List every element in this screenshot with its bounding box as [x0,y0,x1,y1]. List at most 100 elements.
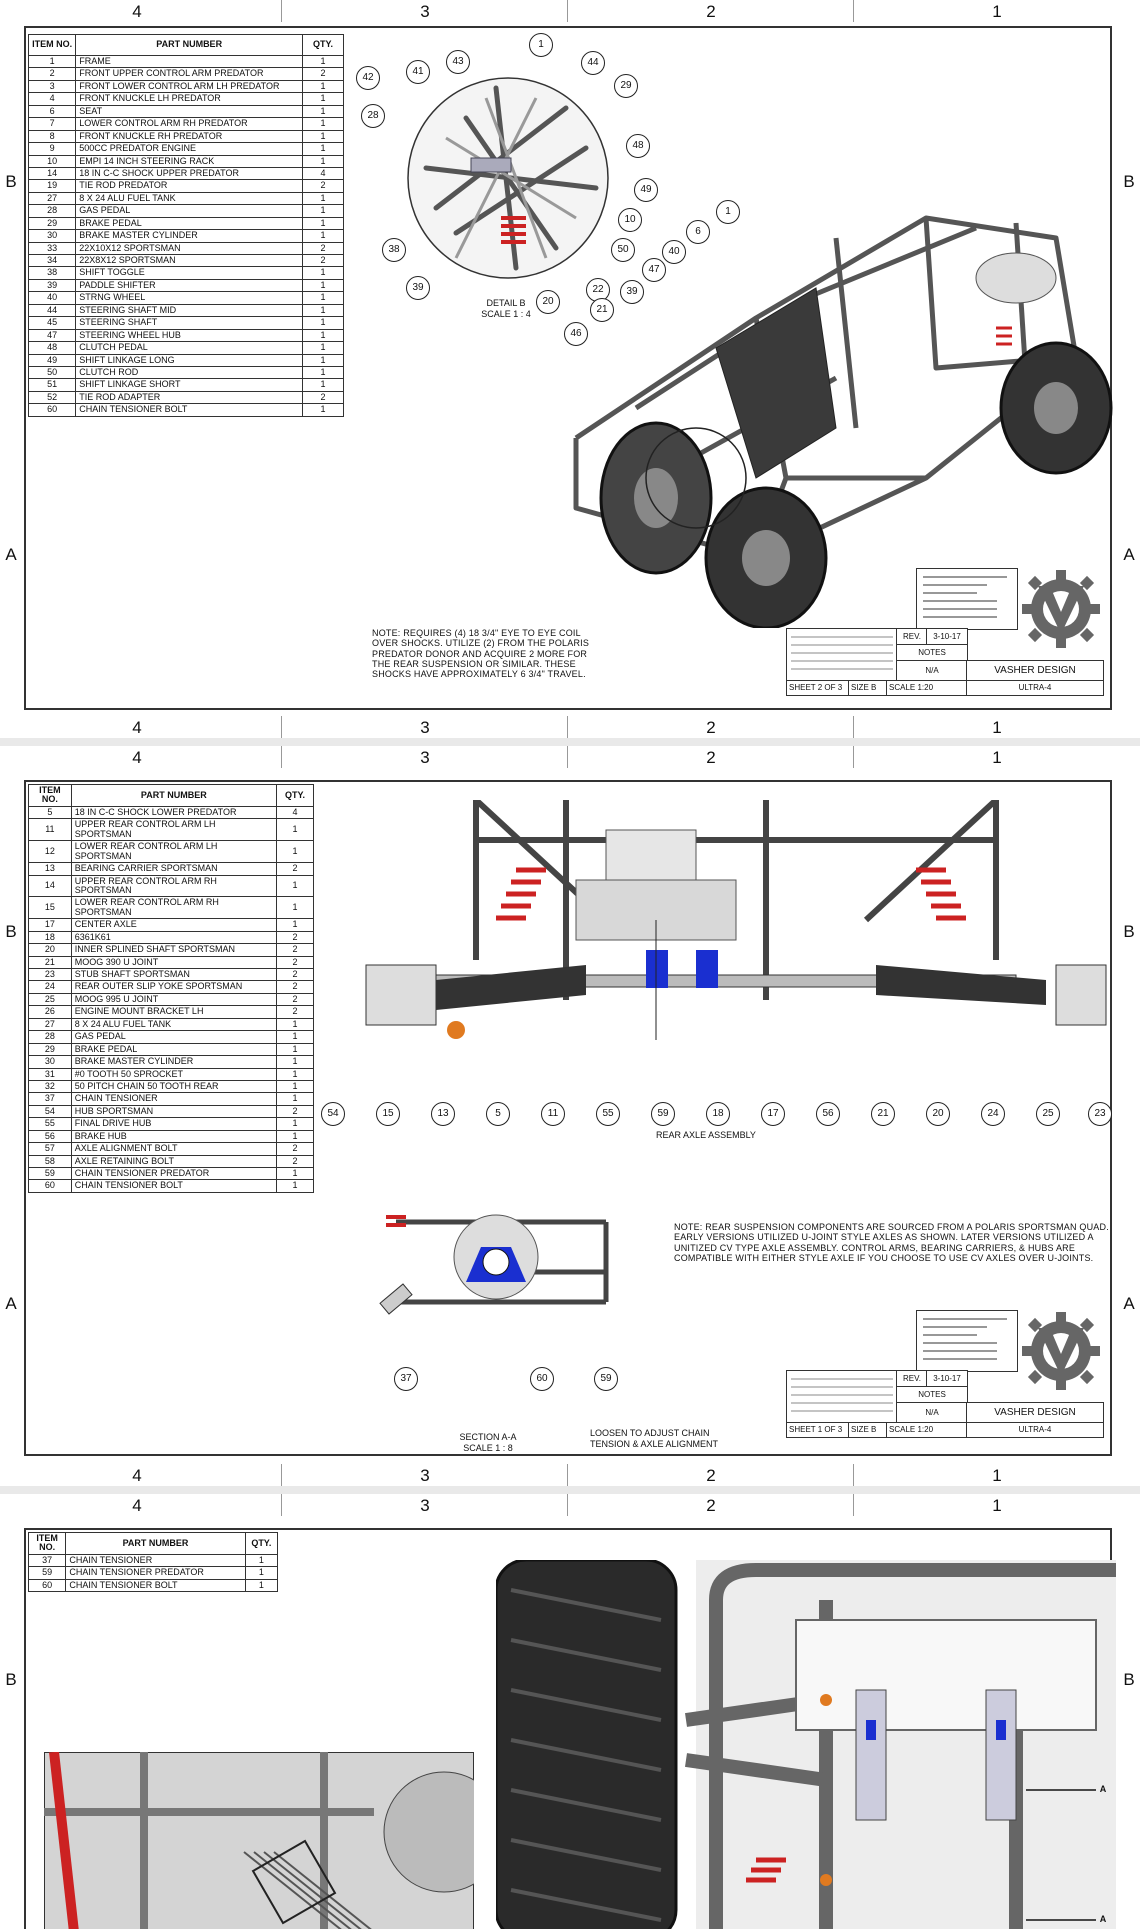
bom-header-cell: PART NUMBER [70,784,277,807]
bom-item-no: 28 [27,204,77,218]
bom-item-no: 1 [27,54,77,69]
item-balloon: 55 [596,1102,620,1126]
bom-item-no: 15 [28,896,72,920]
bom-part-number: FRAME [75,54,304,69]
bom-qty: 1 [275,1017,315,1032]
bom-item-no: 13 [28,862,72,876]
bom-part-number: FINAL DRIVE HUB [70,1117,277,1131]
bom-qty: 2 [302,179,344,193]
bom-item-no: 33 [27,241,77,256]
bom-part-number: BRAKE HUB [70,1129,277,1144]
bom-item-no: 10 [27,154,77,168]
item-balloon: 39 [406,276,430,300]
item-balloon: 20 [536,290,560,314]
item-balloon: 5 [486,1102,510,1126]
bom-part-number: 8 X 24 ALU FUEL TANK [75,191,304,206]
bom-part-number: CHAIN TENSIONER PREDATOR [70,1166,277,1181]
bom-part-number: REAR OUTER SLIP YOKE SPORTSMAN [70,980,277,994]
bom-qty: 1 [275,896,315,920]
bom-item-no: 29 [28,1042,72,1057]
bom-item-no: 50 [27,365,77,380]
zone-number: 2 [706,1496,716,1515]
vasher-design-logo [1022,570,1100,648]
bom-qty: 1 [302,216,344,231]
bom-part-number: CENTER AXLE [70,918,277,932]
bom-item-no: 55 [28,1117,72,1131]
bom-qty: 1 [302,104,344,119]
zone-number: 3 [420,718,430,737]
vasher-design-logo [1022,1312,1100,1390]
bom-part-number: STEERING SHAFT MID [75,303,304,318]
bom-item-no: 11 [28,818,72,842]
bom-qty: 1 [275,840,315,864]
note-text: NOTE: REQUIRES (4) 18 3/4" EYE TO EYE CO… [372,628,590,680]
bom-qty: 4 [302,166,344,181]
bom-part-number: AXLE RETAINING BOLT [70,1154,277,1169]
bom-part-number: CHAIN TENSIONER BOLT [75,403,304,417]
bom-part-number: BRAKE MASTER CYLINDER [70,1055,277,1069]
sheet-size: SIZE B [848,680,888,696]
item-balloon: 37 [394,1367,418,1391]
bom-qty: 2 [275,943,315,957]
sheet-scale: SCALE 1:20 [886,680,970,696]
bom-qty: 1 [302,191,344,206]
zone-number: 2 [706,1466,716,1485]
bom-part-number: MOOG 390 U JOINT [70,955,277,970]
bom-part-number: 18 IN C-C SHOCK UPPER PREDATOR [75,166,304,181]
weight-value: N/A [896,660,968,682]
bom-qty: 1 [302,303,344,318]
zone-number: 4 [132,748,142,767]
zone-number: 1 [992,2,1002,21]
zone-ruler-bottom: 4 3 2 1 [0,1464,1140,1486]
bom-qty: 2 [275,862,315,876]
bom-part-number: 18 IN C-C SHOCK LOWER PREDATOR [70,805,277,820]
item-balloon: 54 [321,1102,345,1126]
rear-side-view [496,1560,1116,1929]
zone-number: 1 [992,1496,1002,1515]
bom-qty: 2 [275,1154,315,1169]
zone-number: 4 [132,1496,142,1515]
company-name: VASHER DESIGN [966,660,1104,682]
zone-letter: A [1123,545,1135,564]
zone-number: 1 [992,1466,1002,1485]
item-balloon: 42 [356,66,380,90]
item-balloon: 60 [530,1367,554,1391]
zone-number: 4 [132,2,142,21]
zone-number: 3 [420,2,430,21]
zone-number: 4 [132,1466,142,1485]
bom-item-no: 60 [27,403,77,417]
bom-qty: 2 [302,253,344,268]
zone-number: 3 [420,1466,430,1485]
bom-part-number: GAS PEDAL [75,204,304,218]
bom-part-number: TIE ROD PREDATOR [75,179,304,193]
bom-item-no: 6 [27,104,77,119]
bom-qty: 1 [302,341,344,355]
zone-ruler-bottom: 4 3 2 1 [0,716,1140,738]
title-block: REV. 3-10-17 NOTES N/A VASHER DESIGN SHE… [786,1310,1136,1440]
